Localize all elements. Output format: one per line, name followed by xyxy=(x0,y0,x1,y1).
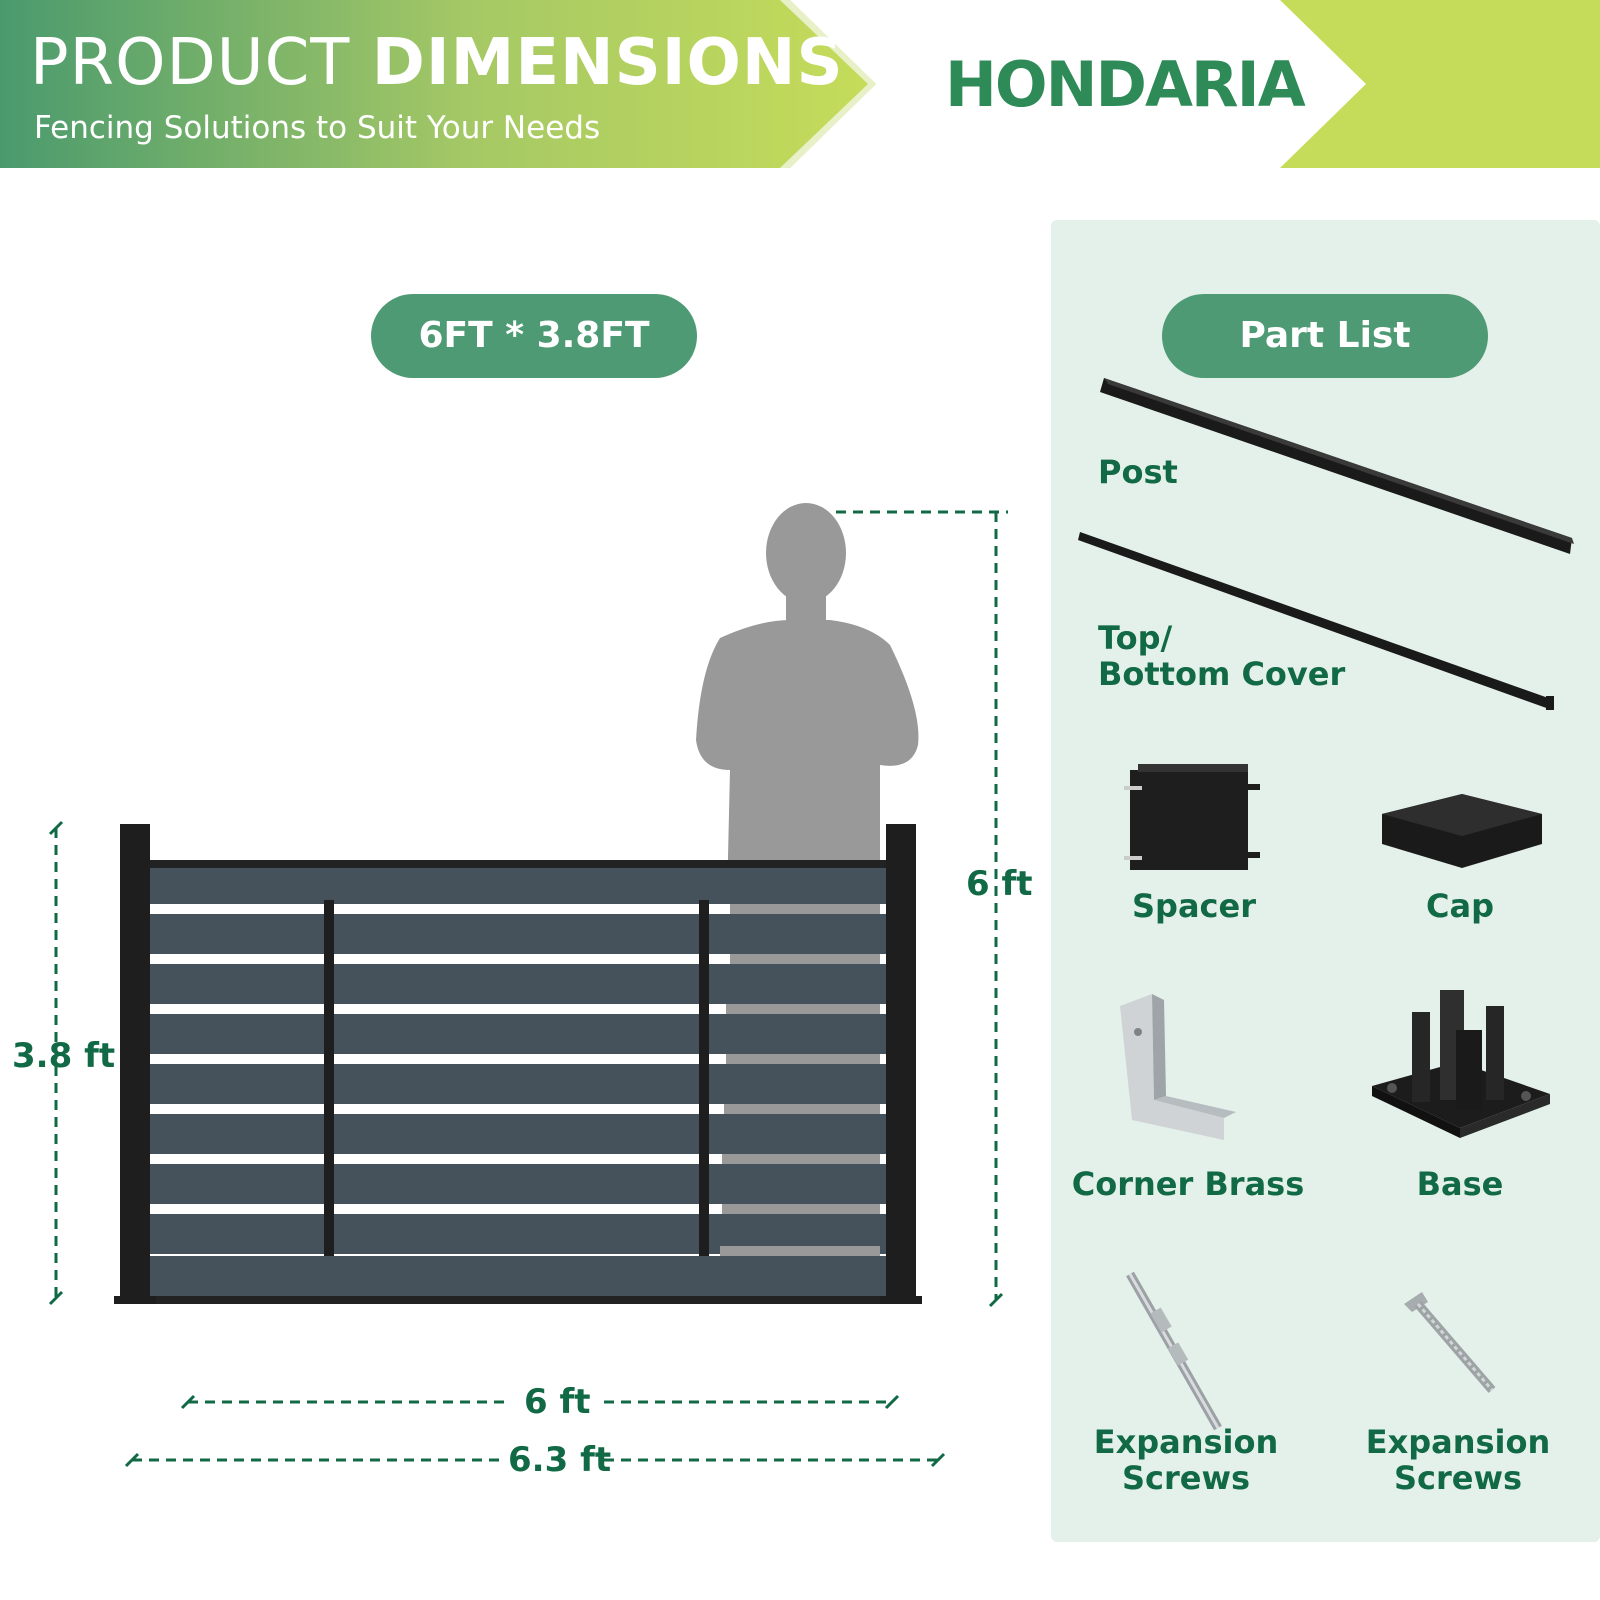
expansion-screws-b-line1: Expansion xyxy=(1365,1423,1551,1461)
dimension-lines xyxy=(54,510,1008,1462)
expansion-screws-a-line2: Screws xyxy=(1121,1459,1251,1497)
cover-image xyxy=(1078,532,1554,710)
expansion-screws-b-line2: Screws xyxy=(1393,1459,1523,1497)
part-list-panel xyxy=(1051,220,1600,1542)
page-title: PRODUCT DIMENSIONS xyxy=(30,26,844,100)
person-height-label: 6 ft xyxy=(966,864,1033,904)
cover-label: Top/ Bottom Cover xyxy=(1098,620,1345,692)
fence-posts xyxy=(114,824,922,1304)
part-list-heading: Part List xyxy=(1162,294,1488,378)
post-image xyxy=(1100,378,1574,554)
cover-label-line2: Bottom Cover xyxy=(1098,655,1346,693)
banner-background xyxy=(0,0,1600,168)
brand-logo: HONDARIA xyxy=(945,48,1306,121)
base-image xyxy=(1372,990,1550,1138)
expansion-screws-a-line1: Expansion xyxy=(1093,1423,1279,1461)
expansion-screws-b-label: Expansion Screws xyxy=(1362,1424,1554,1496)
fence-height-label: 3.8 ft xyxy=(12,1036,116,1076)
spacer-image xyxy=(1124,764,1260,870)
cap-label: Cap xyxy=(1426,887,1494,925)
corner-brass-label: Corner Brass xyxy=(1071,1165,1305,1203)
cover-label-line1: Top/ xyxy=(1098,619,1173,657)
header-banner: PRODUCT DIMENSIONS Fencing Solutions to … xyxy=(0,0,1600,168)
title-bold: DIMENSIONS xyxy=(371,26,844,100)
corner-brass-image xyxy=(1120,994,1236,1140)
spacer-label: Spacer xyxy=(1132,887,1256,925)
title-light: PRODUCT xyxy=(30,26,351,100)
fence-illustration xyxy=(48,503,1008,1468)
cap-image xyxy=(1382,794,1542,868)
base-label: Base xyxy=(1416,1165,1504,1203)
page-subtitle: Fencing Solutions to Suit Your Needs xyxy=(34,110,601,146)
expansion-screw-b-image xyxy=(1404,1292,1496,1393)
panel-width-label: 6 ft xyxy=(524,1382,591,1422)
dimension-ticks xyxy=(48,820,1004,1468)
fence-panel xyxy=(150,860,886,1304)
expansion-screw-a-image xyxy=(1126,1271,1222,1431)
post-label: Post xyxy=(1098,453,1178,491)
size-badge: 6FT * 3.8FT xyxy=(371,294,697,378)
expansion-screws-a-label: Expansion Screws xyxy=(1090,1424,1282,1496)
overall-width-label: 6.3 ft xyxy=(508,1440,612,1480)
